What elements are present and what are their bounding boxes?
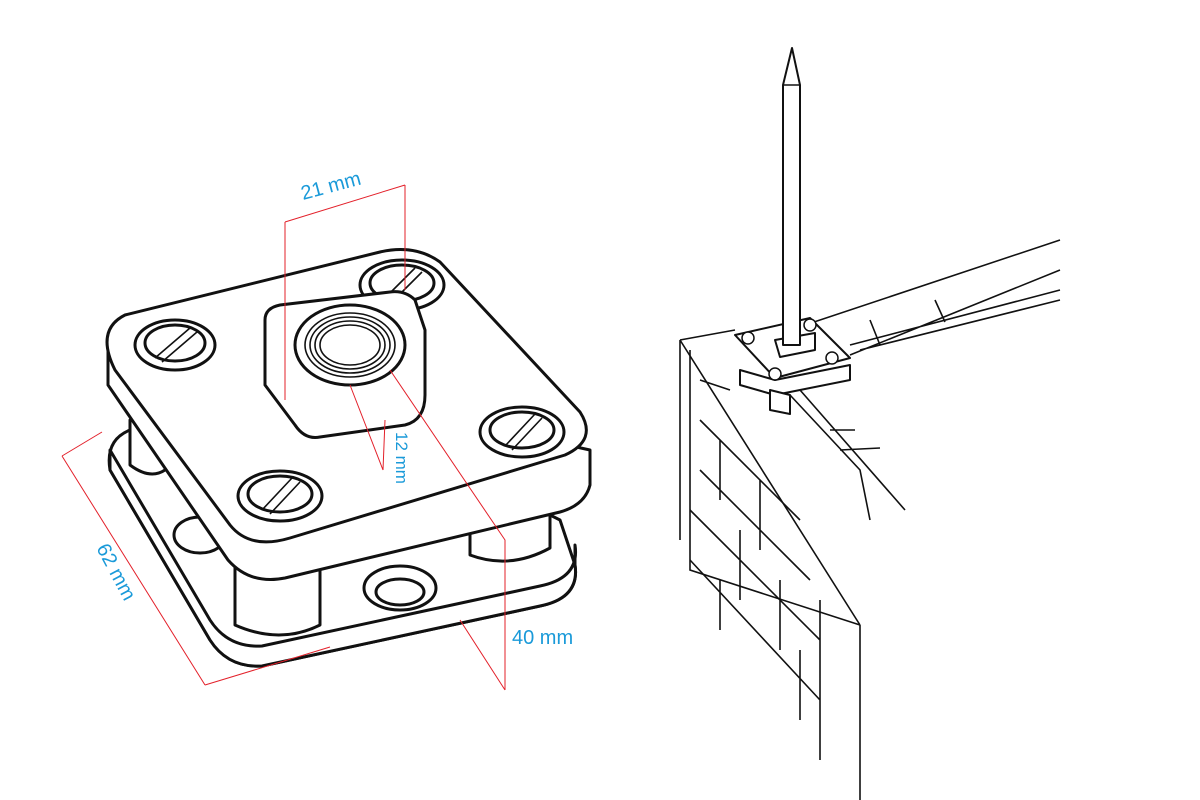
dimension-21mm: 21 mm xyxy=(299,168,364,205)
wall-installation xyxy=(679,47,1061,800)
dimension-40mm: 40 mm xyxy=(512,627,573,649)
dimension-lines xyxy=(61,184,506,691)
screw-icon xyxy=(133,318,217,372)
dimension-62mm: 62 mm xyxy=(92,540,140,604)
dimension-12mm: 12 mm xyxy=(392,432,411,484)
rod xyxy=(782,47,801,346)
screw-icon xyxy=(478,405,566,459)
threaded-nut xyxy=(263,290,427,439)
screw-icon xyxy=(236,469,324,523)
